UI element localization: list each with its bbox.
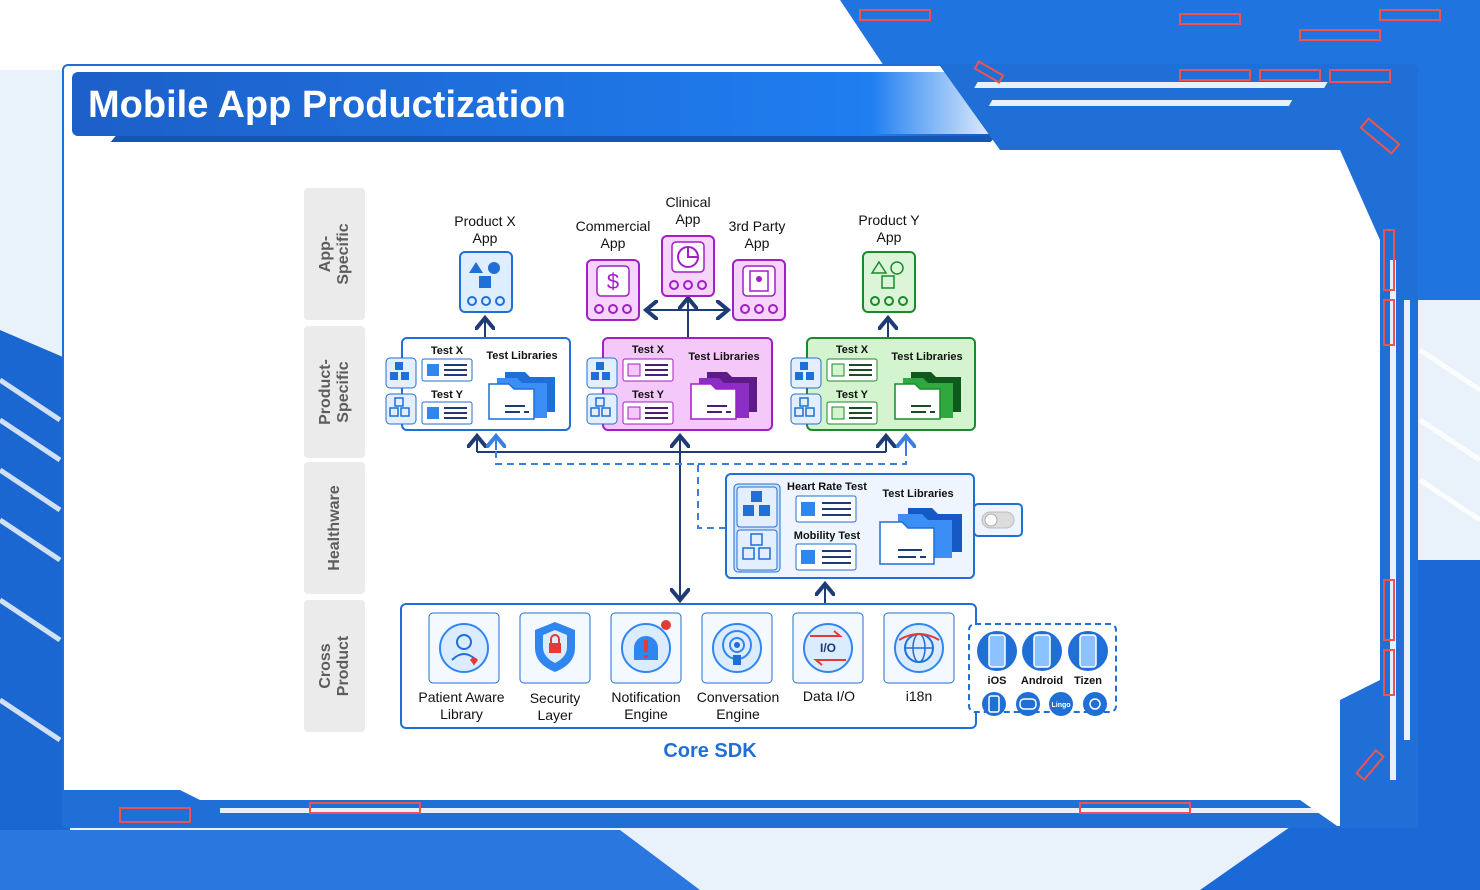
mobility-test-label: Mobility Test xyxy=(793,530,861,542)
lingo-badge-text: Lingo xyxy=(1051,702,1070,709)
healthware-toggle[interactable] xyxy=(973,503,1023,537)
patient-aware-icon[interactable] xyxy=(428,612,500,684)
purple-test-libraries-label: Test Libraries xyxy=(688,351,760,363)
tier-cross-product: Cross Product xyxy=(304,600,365,732)
data-io-label: Data I/O xyxy=(802,688,856,704)
green-test-libraries-label: Test Libraries xyxy=(891,351,963,363)
title-bar: Mobile App Productization xyxy=(72,72,1012,136)
notification-engine-icon[interactable] xyxy=(610,612,682,684)
android-platform-icon[interactable] xyxy=(1022,631,1062,671)
tier-app-specific: App- Specific xyxy=(304,188,365,320)
ios-label: iOS xyxy=(987,675,1007,687)
blue-test-y-label: Test Y xyxy=(431,389,463,401)
third-party-app-icon[interactable] xyxy=(732,259,786,321)
tizen-label: Tizen xyxy=(1074,675,1102,687)
heart-rate-test-label: Heart Rate Test xyxy=(787,481,867,493)
purple-test-y-label: Test Y xyxy=(632,389,664,401)
i18n-label: i18n xyxy=(905,688,933,704)
data-io-icon[interactable]: I/O xyxy=(792,612,864,684)
product-y-box[interactable] xyxy=(790,337,976,431)
purple-test-x-label: Test X xyxy=(631,344,665,356)
green-test-x-label: Test X xyxy=(835,344,869,356)
conversation-engine-icon[interactable] xyxy=(701,612,773,684)
clinical-app-icon[interactable] xyxy=(661,235,715,297)
product-x-box[interactable] xyxy=(385,337,571,431)
security-layer-icon[interactable] xyxy=(519,612,591,684)
core-sdk-title: Core SDK xyxy=(663,740,757,762)
svg-text:$: $ xyxy=(607,269,619,294)
healthware-box[interactable] xyxy=(725,473,975,579)
commercial-app-icon[interactable]: $ xyxy=(586,259,640,321)
tizen-platform-icon[interactable] xyxy=(1068,631,1108,671)
phone-device-icon[interactable] xyxy=(982,692,1006,716)
android-label: Android xyxy=(1020,675,1064,687)
green-test-y-label: Test Y xyxy=(836,389,868,401)
lingo-badge-icon[interactable]: Lingo xyxy=(1049,692,1073,716)
product-x-app-icon[interactable] xyxy=(459,251,513,313)
blue-test-x-label: Test X xyxy=(430,345,464,357)
data-io-icon-text: I/O xyxy=(820,641,836,655)
tier-product-specific: Product- Specific xyxy=(304,326,365,458)
tier-healthware: Healthware xyxy=(304,462,365,594)
ios-platform-icon[interactable] xyxy=(977,631,1017,671)
healthware-test-libraries-label: Test Libraries xyxy=(882,488,954,500)
vr-headset-icon[interactable] xyxy=(1016,692,1040,716)
product-y-app-icon[interactable] xyxy=(862,251,916,313)
blue-test-libraries-label: Test Libraries xyxy=(486,350,558,362)
page-title: Mobile App Productization xyxy=(88,84,566,126)
i18n-icon[interactable] xyxy=(883,612,955,684)
smartwatch-icon[interactable] xyxy=(1083,692,1107,716)
commercial-product-box[interactable] xyxy=(586,337,773,431)
